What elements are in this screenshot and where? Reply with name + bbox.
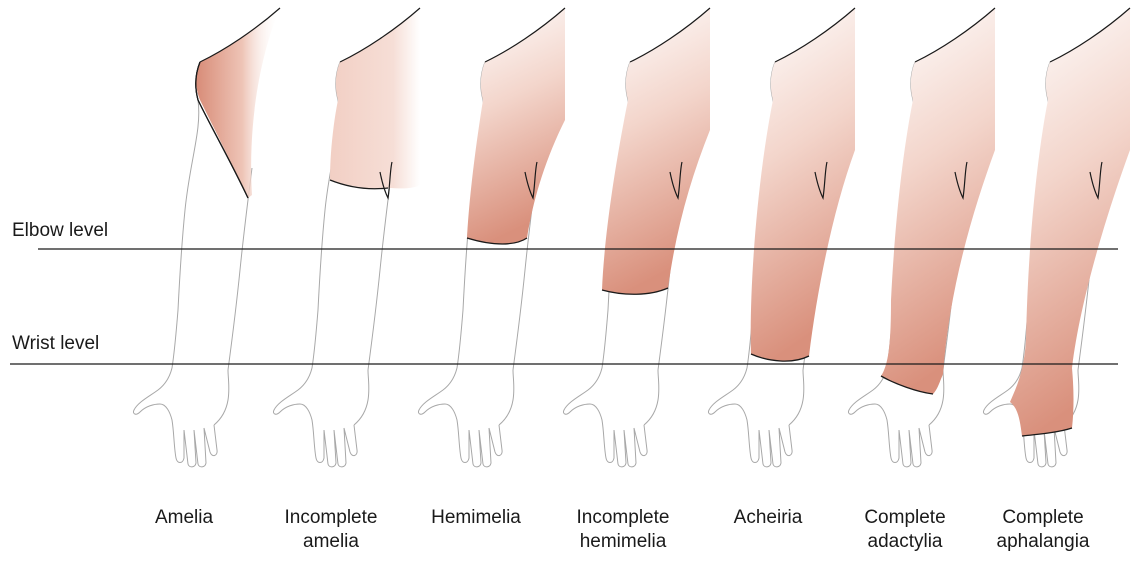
missing-stroke: [273, 367, 370, 468]
residual-limb: [750, 8, 855, 362]
shoulder-stroke: [914, 7, 996, 63]
residual-limb: [466, 8, 565, 245]
caption-line1: Amelia: [154, 507, 214, 528]
missing-stroke: [133, 367, 230, 468]
caption-line1: Hemimelia: [431, 507, 521, 528]
shoulder-stroke: [1049, 7, 1131, 63]
shoulder-contour: [774, 7, 856, 200]
shoulder-contour: [1049, 7, 1131, 200]
elbow-level-label: Elbow level: [12, 220, 109, 241]
shoulder-contour: [629, 7, 711, 200]
missing-stroke: [848, 367, 945, 468]
arms-layer: [133, 7, 1131, 468]
residual-edge: [750, 353, 810, 362]
residual-edge: [329, 179, 389, 190]
missing-stroke: [983, 367, 1080, 468]
residual-fill: [196, 8, 280, 198]
caption-line2: hemimelia: [579, 531, 667, 552]
shoulder-contour: [484, 7, 566, 200]
arm-complete-aphalangia: [983, 7, 1131, 468]
shoulder-contour: [195, 7, 281, 199]
arm-acheiria: [708, 7, 856, 468]
arm-incomplete-hemimelia: [563, 7, 711, 468]
residual-edge: [466, 237, 528, 245]
axilla-stroke: [669, 161, 683, 200]
residual-limb: [880, 8, 995, 395]
shoulder-stroke: [774, 7, 856, 63]
residual-edge: [601, 287, 669, 295]
missing-stroke: [418, 367, 515, 468]
residual-fill: [881, 8, 995, 394]
shoulder-stroke: [199, 7, 281, 63]
shoulder-contour: [339, 7, 421, 200]
arm-complete-adactylia: [848, 7, 996, 468]
shoulder-stroke: [629, 7, 711, 63]
caption-incomplete-hemimelia: Incomplete hemimelia: [558, 506, 688, 554]
residual-fill: [467, 8, 565, 244]
caption-hemimelia: Hemimelia: [411, 506, 541, 530]
caption-amelia: Amelia: [119, 506, 249, 530]
wrist-level-label: Wrist level: [12, 333, 100, 354]
caption-line2: amelia: [303, 531, 359, 552]
caption-incomplete-amelia: Incomplete amelia: [266, 506, 396, 554]
caption-line1: Acheiria: [733, 507, 803, 528]
caption-line1: Incomplete: [284, 507, 378, 528]
amelia-contour: [195, 61, 249, 199]
arm-amelia: [133, 7, 281, 468]
residual-limb: [1010, 8, 1130, 437]
shoulder-contour: [914, 7, 996, 200]
arm-incomplete-amelia: [273, 7, 421, 468]
residual-edge: [1021, 427, 1073, 437]
caption-line2: adactylia: [867, 531, 943, 552]
axilla-stroke: [379, 161, 393, 200]
caption-line1: Complete: [864, 507, 946, 528]
axilla-stroke: [954, 161, 968, 200]
axilla-stroke: [1089, 161, 1103, 200]
missing-stroke: [171, 61, 201, 369]
caption-line1: Incomplete: [576, 507, 670, 528]
missing-stroke: [311, 61, 341, 369]
residual-fill: [330, 8, 420, 189]
shoulder-stroke: [484, 7, 566, 63]
axilla-stroke: [814, 161, 828, 200]
caption-complete-adactylia: Complete adactylia: [840, 506, 970, 554]
residual-fill: [1010, 8, 1130, 436]
caption-line1: Complete: [1002, 507, 1084, 528]
axilla-stroke: [524, 161, 538, 200]
missing-stroke: [227, 167, 253, 371]
arm-hemimelia: [418, 7, 566, 468]
residual-fill: [602, 8, 710, 295]
residual-limb: [329, 8, 420, 190]
caption-line2: aphalangia: [996, 531, 1090, 552]
caption-acheiria: Acheiria: [703, 506, 833, 530]
residual-limb: [601, 8, 710, 295]
missing-stroke: [708, 367, 805, 468]
residual-limb: [195, 8, 280, 199]
residual-fill: [750, 8, 855, 362]
caption-complete-aphalangia: Complete aphalangia: [978, 506, 1108, 554]
shoulder-stroke: [339, 7, 421, 63]
missing-stroke: [563, 367, 660, 468]
residual-edge: [880, 375, 934, 395]
